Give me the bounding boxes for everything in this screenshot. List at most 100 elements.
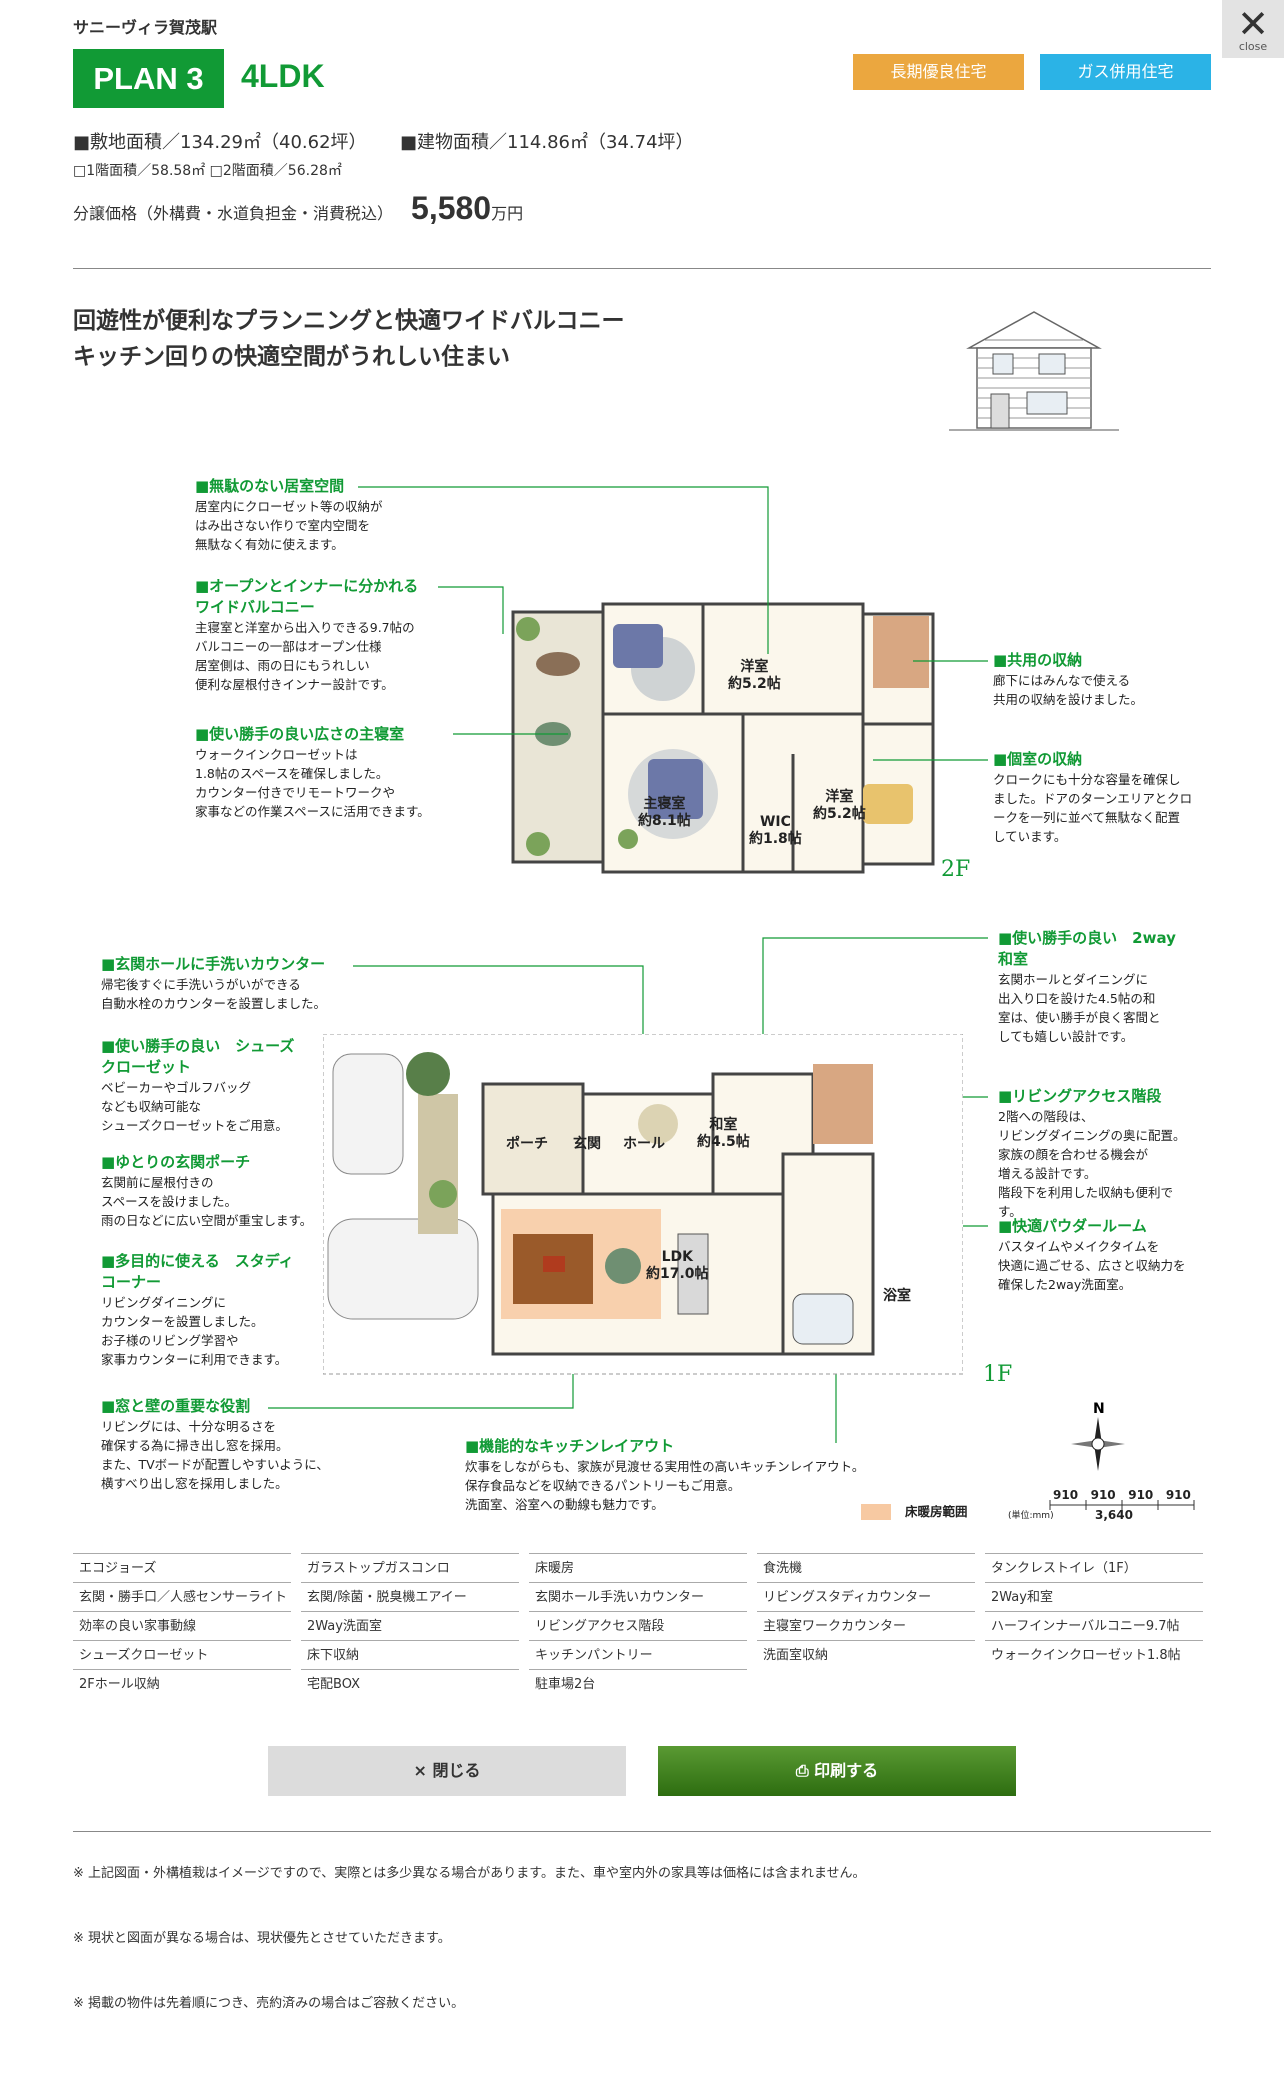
- note-title: ■無駄のない居室空間: [195, 477, 345, 495]
- house-elevation-illustration: [949, 311, 1119, 431]
- note-kitchen-layout: ■機能的なキッチンレイアウト 炊事をしながらも、家族が見渡せる実用性の高いキッチ…: [465, 1436, 905, 1514]
- scale-marks: 910 910 910 910: [1053, 1488, 1191, 1502]
- equipment-column: 食洗機 リビングスタディカウンター 主寝室ワークカウンター 洗面室収納: [757, 1553, 975, 1669]
- room-hall: ホール: [623, 1136, 665, 1152]
- note-rooms-no-waste: ■無駄のない居室空間 居室内にクローゼット等の収納が はみ出さない作りで室内空間…: [195, 476, 445, 554]
- note-title: ■使い勝手の良い シューズクローゼット: [101, 1037, 295, 1076]
- compass-icon: N: [1071, 1401, 1125, 1471]
- note-title: ■ゆとりの玄関ポーチ: [101, 1153, 251, 1171]
- divider: [73, 268, 1211, 269]
- catch-line-2: キッチン回りの快適空間がうれしい住まい: [73, 344, 510, 370]
- footnote: ※ 掲載の物件は先着順につき、売約済みの場合はご容赦ください。: [73, 1996, 465, 2011]
- close-icon: ✕: [1237, 2, 1269, 46]
- note-living-access-stairs: ■リビングアクセス階段 2階への階段は、 リビングダイニングの奥に配置。 家族の…: [998, 1086, 1193, 1221]
- room-japanese: 和室約4.5帖: [697, 1117, 750, 1150]
- note-entrance-hand-wash: ■玄関ホールに手洗いカウンター 帰宅後すぐに手洗いうがいができる 自動水栓のカウ…: [101, 954, 381, 1013]
- equipment-item: ガラストップガスコンロ: [301, 1553, 519, 1582]
- price-unit: 万円: [491, 204, 524, 223]
- equipment-item: エコジョーズ: [73, 1553, 291, 1582]
- note-entrance-porch: ■ゆとりの玄関ポーチ 玄関前に屋根付きの スペースを設けました。 雨の日などに広…: [101, 1152, 331, 1230]
- scale-bar: [1049, 1500, 1195, 1510]
- equipment-item: ハーフインナーバルコニー9.7帖: [985, 1611, 1203, 1640]
- floor-plan-2f: [511, 602, 935, 874]
- note-windows-walls: ■窓と壁の重要な役割 リビングには、十分な明るさを 確保する為に掃き出し窓を採用…: [101, 1396, 341, 1493]
- price-row: 分譲価格（外構費・水道負担金・消費税込） 5,580万円: [73, 190, 523, 227]
- site-name: サニーヴィラ賀茂駅: [73, 18, 218, 37]
- equipment-item: シューズクローゼット: [73, 1640, 291, 1669]
- building-area: ■建物面積／114.86㎡（34.74坪）: [400, 132, 694, 153]
- plan-badge: PLAN 3: [73, 49, 224, 108]
- catch-copy: 回遊性が便利なプランニングと快適ワイドバルコニー キッチン回りの快適空間がうれし…: [73, 303, 625, 375]
- print-button[interactable]: ⎙ 印刷する: [658, 1746, 1016, 1796]
- equipment-item: 玄関/除菌・脱臭機エアイー: [301, 1582, 519, 1611]
- floor-label-2f: 2F: [941, 857, 971, 882]
- land-area: ■敷地面積／134.29㎡（40.62坪）: [73, 132, 367, 153]
- note-2way-japanese-room: ■使い勝手の良い 2way和室 玄関ホールとダイニングに 出入り口を設けた4.5…: [998, 928, 1178, 1046]
- footnote: ※ 現状と図面が異なる場合は、現状優先とさせていただきます。: [73, 1931, 451, 1946]
- room-bathroom: 浴室: [883, 1288, 911, 1304]
- catch-line-1: 回遊性が便利なプランニングと快適ワイドバルコニー: [73, 308, 625, 334]
- note-title: ■リビングアクセス階段: [998, 1087, 1162, 1105]
- note-title: ■共用の収納: [993, 651, 1083, 669]
- equipment-item: 2Way洗面室: [301, 1611, 519, 1640]
- equipment-item: 床暖房: [529, 1553, 747, 1582]
- equipment-item: ウォークインクローゼット1.8帖: [985, 1640, 1203, 1669]
- note-title: ■オープンとインナーに分かれる ワイドバルコニー: [195, 577, 434, 616]
- divider: [73, 1831, 1211, 1832]
- scale-total: 3,640: [1095, 1508, 1133, 1522]
- floor-label-1f: 1F: [983, 1362, 1013, 1387]
- close-label: close: [1238, 40, 1268, 53]
- close-dialog-button[interactable]: × 閉じる: [268, 1746, 626, 1796]
- equipment-item: 効率の良い家事動線: [73, 1611, 291, 1640]
- note-title: ■機能的なキッチンレイアウト: [465, 1437, 675, 1455]
- note-title: ■使い勝手の良い 2way和室: [998, 929, 1176, 968]
- room-master-bedroom: 主寝室約8.1帖: [638, 796, 691, 829]
- note-master-bedroom: ■使い勝手の良い広さの主寝室 ウォークインクローゼットは 1.8帖のスペースを確…: [195, 724, 455, 821]
- tag-long-term-quality: 長期優良住宅: [853, 54, 1024, 90]
- room-western-2f-a: 洋室約5.2帖: [728, 659, 781, 692]
- equipment-column: エコジョーズ 玄関・勝手口／人感センサーライト 効率の良い家事動線 シューズクロ…: [73, 1553, 291, 1698]
- equipment-item: タンクレストイレ（1F）: [985, 1553, 1203, 1582]
- equipment-item: 玄関・勝手口／人感センサーライト: [73, 1582, 291, 1611]
- equipment-item: 主寝室ワークカウンター: [757, 1611, 975, 1640]
- equipment-item: 床下収納: [301, 1640, 519, 1669]
- scale-unit: (単位:mm): [1008, 1511, 1054, 1521]
- equipment-item: 玄関ホール手洗いカウンター: [529, 1582, 747, 1611]
- floor-heating-legend: 床暖房範囲: [905, 1504, 968, 1519]
- room-porch: ポーチ: [506, 1136, 548, 1152]
- equipment-item: 食洗機: [757, 1553, 975, 1582]
- note-title: ■個室の収納: [993, 750, 1083, 768]
- note-title: ■玄関ホールに手洗いカウンター: [101, 955, 326, 973]
- equipment-item: リビングアクセス階段: [529, 1611, 747, 1640]
- equipment-item: 洗面室収納: [757, 1640, 975, 1669]
- equipment-item: 2Fホール収納: [73, 1669, 291, 1698]
- room-entrance: 玄関: [573, 1136, 601, 1152]
- svg-text:N: N: [1093, 1401, 1105, 1417]
- note-room-storage: ■個室の収納 クロークにも十分な容量を確保し ました。ドアのターンエリアとクロ …: [993, 750, 1193, 844]
- note-shared-storage: ■共用の収納 廊下にはみんなで使える 共用の収納を設けました。: [993, 650, 1193, 709]
- note-title: ■多目的に使える スタディコーナー: [101, 1252, 294, 1291]
- floor-plan-diagram: ■無駄のない居室空間 居室内にクローゼット等の収納が はみ出さない作りで室内空間…: [93, 464, 1195, 1524]
- note-powder-room: ■快適パウダールーム バスタイムやメイクタイムを 快適に過ごせる、広さと収納力を…: [998, 1216, 1193, 1294]
- plan-type: 4LDK: [241, 58, 325, 94]
- close-button[interactable]: ✕ close: [1222, 0, 1284, 58]
- area-summary: ■敷地面積／134.29㎡（40.62坪） ■建物面積／114.86㎡（34.7…: [73, 128, 694, 154]
- equipment-item: 駐車場2台: [529, 1669, 747, 1698]
- equipment-column: ガラストップガスコンロ 玄関/除菌・脱臭機エアイー 2Way洗面室 床下収納 宅…: [301, 1553, 519, 1698]
- price-label: 分譲価格（外構費・水道負担金・消費税込）: [73, 204, 394, 223]
- note-title: ■快適パウダールーム: [998, 1217, 1147, 1235]
- equipment-item: 2Way和室: [985, 1582, 1203, 1611]
- equipment-item: 宅配BOX: [301, 1669, 519, 1698]
- equipment-column: タンクレストイレ（1F） 2Way和室 ハーフインナーバルコニー9.7帖 ウォー…: [985, 1553, 1203, 1669]
- note-shoe-closet: ■使い勝手の良い シューズクローゼット ベビーカーやゴルフバッグ なども収納可能…: [101, 1036, 301, 1135]
- note-study-corner: ■多目的に使える スタディコーナー リビングダイニングに カウンターを設置しまし…: [101, 1251, 301, 1369]
- floor-plan-1f: [323, 1034, 963, 1375]
- floor-areas: □1階面積／58.58㎡ □2階面積／56.28㎡: [73, 163, 342, 179]
- note-title: ■窓と壁の重要な役割: [101, 1397, 251, 1415]
- floor-heating-legend-swatch: [861, 1504, 891, 1520]
- price-value: 5,580: [411, 190, 492, 226]
- tag-gas-combined: ガス併用住宅: [1040, 54, 1211, 90]
- equipment-item: キッチンパントリー: [529, 1640, 747, 1669]
